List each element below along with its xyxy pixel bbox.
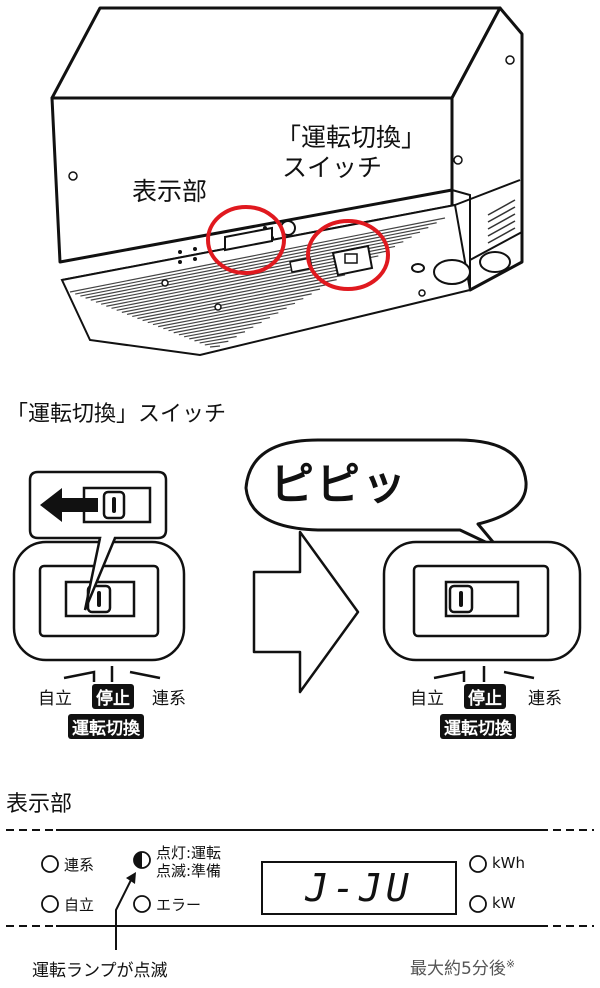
vent-line (116, 260, 371, 311)
left-pos-stop: 停止 (92, 684, 134, 709)
vent-line (183, 321, 262, 338)
vent-line (199, 335, 237, 344)
vent-line (173, 312, 279, 334)
display-section-title: 表示部 (6, 792, 73, 817)
vent-line (147, 288, 321, 324)
device-illustration (50, 6, 524, 357)
vent-line (121, 264, 362, 313)
vent-line (168, 307, 287, 332)
vent-line (85, 231, 421, 299)
indicator-kwh-label: kWh (492, 854, 526, 872)
switch-section-title: 「運転切換」スイッチ (6, 402, 227, 427)
lcd-readout: J-JU (305, 866, 413, 910)
device-switch-label-line1: 「運転切換」 (276, 123, 427, 152)
vent-line (189, 326, 254, 340)
device-display-label: 表示部 (132, 177, 208, 206)
right-pos-stop: 停止 (464, 684, 506, 709)
vent-line (209, 345, 221, 348)
right-switch-caption: 運転切換 (440, 714, 516, 739)
vent-line (142, 283, 329, 322)
right-pos-grid: 連系 (528, 689, 562, 709)
left-pos-grid: 連系 (152, 689, 186, 709)
indicator-error-label: エラー (156, 896, 202, 914)
left-pos-standalone: 自立 (38, 689, 72, 709)
vent-line (111, 255, 379, 309)
vent-line (80, 226, 429, 297)
indicator-grid-label: 連系 (64, 856, 95, 874)
indicator-lit-running-label: 点灯:運転 (156, 844, 222, 862)
vent-line (158, 298, 304, 328)
vent-line (75, 222, 437, 295)
vent-line (152, 293, 312, 326)
vent-line (204, 340, 229, 346)
indicator-standalone-label: 自立 (64, 896, 95, 914)
note-lamp-blink: 運転ランプが点滅 (32, 961, 168, 981)
device-switch-label-line2: スイッチ (282, 153, 383, 182)
vent-line (163, 302, 296, 330)
vent-line (137, 279, 337, 320)
indicator-blink-ready-label: 点滅:準備 (156, 862, 222, 880)
left-switch-caption: 運転切換 (68, 714, 144, 739)
vent-line (194, 331, 246, 342)
switch-diagram (12, 438, 582, 694)
vent-line (132, 274, 346, 318)
display-panel (6, 829, 594, 950)
switch-highlight-circle (306, 219, 390, 291)
beep-text: ピピッ (270, 459, 408, 510)
indicator-kw-label: kW (492, 894, 516, 912)
vent-line (69, 217, 446, 293)
note-max-time: 最大約5分後※ (410, 957, 516, 979)
right-pos-standalone: 自立 (410, 689, 444, 709)
vent-line (178, 316, 271, 336)
display-highlight-circle (206, 205, 286, 275)
